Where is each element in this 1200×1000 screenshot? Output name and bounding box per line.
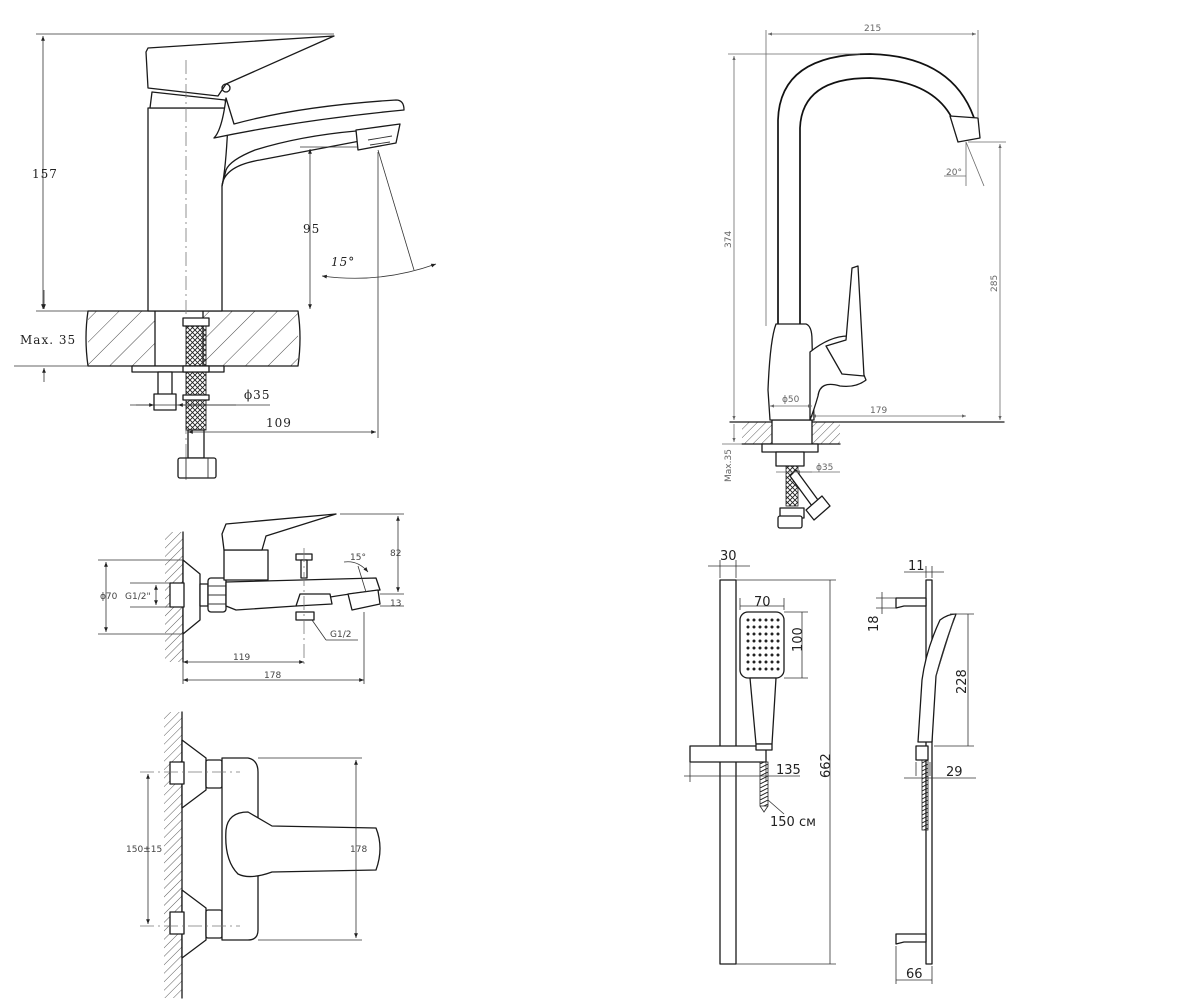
- slide-bar: [719, 579, 737, 965]
- dim-shower-head-width: 70: [754, 595, 771, 610]
- dim-shower-holder-depth: 29: [946, 765, 963, 780]
- dim-shower-bar-width: 30: [720, 549, 737, 564]
- dim-kitchen-max-thickness: Max.35: [724, 449, 734, 482]
- dim-shower-side-height: 228: [955, 669, 970, 694]
- dim-shower-hose-length: 150 см: [770, 815, 816, 830]
- bath-mixer-top-drawing: 150±15 178: [126, 711, 381, 999]
- dim-shower-head-height: 100: [791, 627, 806, 652]
- dim-shower-wall-distance: 66: [906, 967, 923, 982]
- dim-bath-reach: 178: [264, 671, 281, 681]
- dim-kitchen-angle: 20°: [946, 168, 962, 178]
- dim-shower-bar-length: 662: [819, 753, 834, 778]
- dim-shower-bracket-depth: 11: [908, 559, 925, 574]
- dim-shower-bracket-height: 18: [867, 615, 882, 632]
- kitchen-mixer-body: [767, 323, 815, 421]
- dim-kitchen-base-diameter: ϕ50: [782, 395, 800, 405]
- dim-basin-height: 157: [32, 167, 58, 181]
- dim-kitchen-height: 374: [724, 231, 734, 248]
- dim-bath-diameter: ϕ70: [100, 592, 118, 602]
- dim-basin-angle: 15°: [331, 255, 355, 269]
- dim-kitchen-width: 215: [864, 24, 881, 34]
- basin-mixer-drawing: 157 95 15° Max. 35 ϕ35 109: [14, 33, 437, 480]
- dim-bath-top-depth: 178: [350, 845, 367, 855]
- dim-bath-top-center-distance: 150±15: [126, 845, 162, 855]
- dim-bath-outlet-thread: G1/2: [330, 630, 351, 640]
- dim-bath-inlet-offset: 119: [233, 653, 250, 663]
- kitchen-mixer-drawing: 215 374 285 20° ϕ50 179 Max.35 ϕ35: [722, 24, 1006, 529]
- dim-bath-thread: G1/2": [125, 592, 151, 602]
- dim-basin-spout-height: 95: [303, 222, 320, 236]
- dim-bath-spout-height: 13: [390, 599, 401, 609]
- dim-basin-hole-diameter: ϕ35: [244, 388, 270, 402]
- dim-basin-max-thickness: Max. 35: [20, 333, 76, 347]
- supply-hose: [185, 319, 207, 431]
- shower-set-side-drawing: 11 18 228 29 66: [867, 559, 976, 984]
- basin-mixer-body: [147, 107, 229, 312]
- dim-kitchen-spout-height: 285: [990, 275, 1000, 292]
- shower-head-nozzles: [746, 618, 780, 671]
- dim-kitchen-hole-diameter: ϕ35: [816, 463, 833, 473]
- shower-set-front-drawing: 30 70 100 662 135 150 см: [684, 549, 836, 965]
- shower-holder: [689, 745, 767, 763]
- kitchen-mixer-handle: [825, 265, 865, 377]
- wall-section-top: [164, 712, 182, 998]
- hand-shower-side: [917, 613, 957, 743]
- dim-shower-holder-height: 135: [776, 763, 801, 778]
- dim-kitchen-reach: 179: [870, 406, 887, 416]
- bath-mixer-front-drawing: 82 13 15° ϕ70 G1/2" G1/2 119 178: [98, 513, 404, 684]
- dim-bath-height: 82: [390, 549, 401, 559]
- kitchen-mixer-spout: [777, 53, 977, 326]
- dim-basin-spout-reach: 109: [266, 416, 292, 430]
- dim-bath-angle: 15°: [350, 553, 366, 563]
